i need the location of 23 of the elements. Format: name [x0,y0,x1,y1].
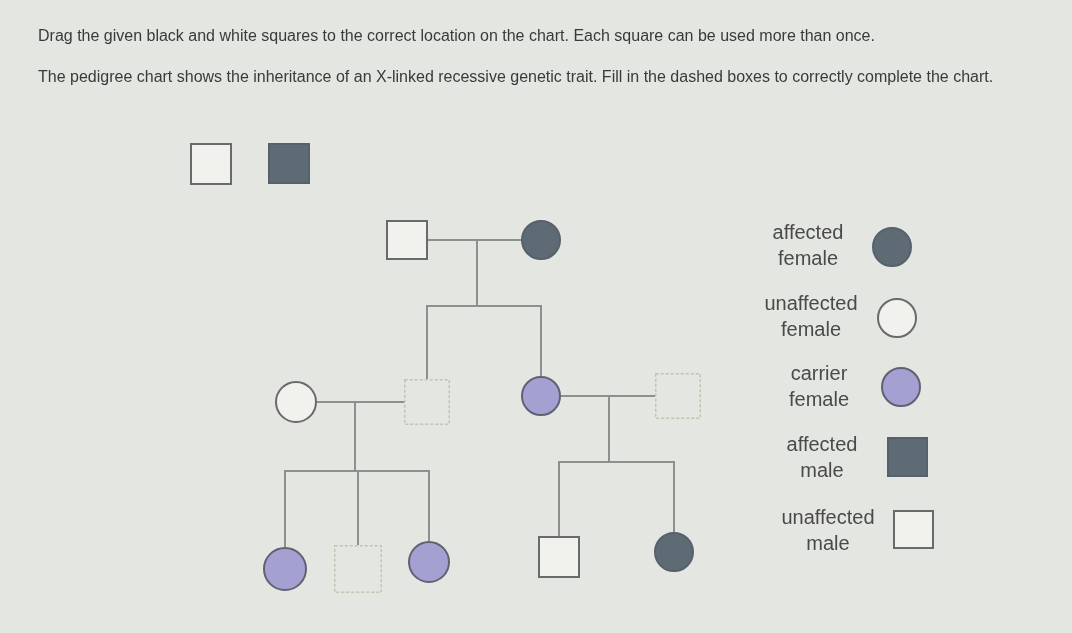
descent-line [476,239,542,377]
instruction-text: Drag the given black and white squares to the correct location on the chart. Each square can be used more than once. [38,26,875,45]
female-symbol [263,547,307,591]
legend-label: affected female [772,220,844,271]
answer-box [404,379,450,425]
legend-label: unaffected male [781,505,875,556]
female-symbol [521,220,561,260]
legend-label: carrier female [789,361,849,412]
female-symbol [654,532,694,572]
answer-box [655,373,701,419]
female-symbol [521,376,561,416]
answer-box [334,545,382,593]
draggable-tile [268,143,310,184]
male-symbol [538,536,580,578]
female-symbol [408,541,450,583]
descent-line [608,395,675,533]
male-symbol [386,220,428,260]
female-symbol [275,381,317,423]
instruction-text: The pedigree chart shows the inheritance of an X-linked recessive genetic trait. Fill in the dashed boxes to correctly complete the chart. [38,67,994,86]
legend-label: unaffected female [764,291,858,342]
draggable-tile [190,143,232,185]
descent-line [354,401,430,542]
legend-label: affected male [786,432,858,483]
